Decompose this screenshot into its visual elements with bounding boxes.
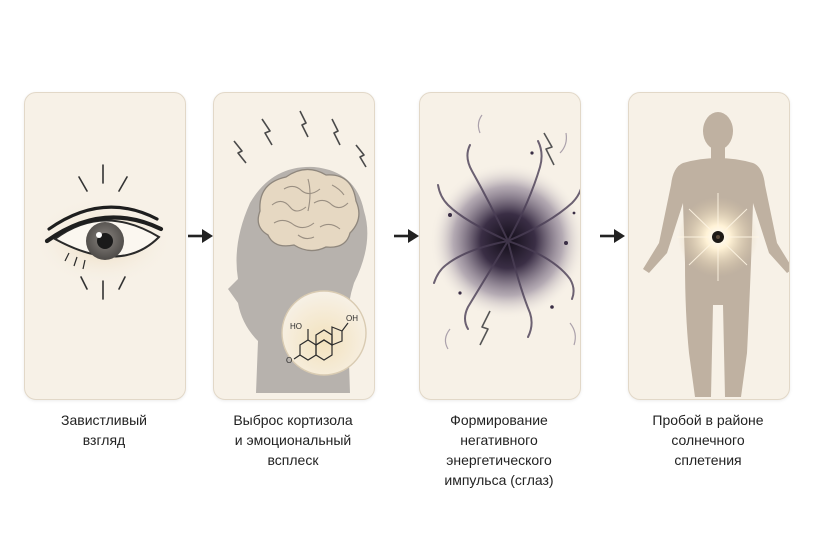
step-panel-solar-plexus bbox=[628, 92, 790, 400]
step-caption-3: Формирование негативного энергетического… bbox=[444, 412, 554, 488]
molecule-label-oh: OH bbox=[346, 314, 358, 323]
head-brain-icon: HO OH O bbox=[228, 110, 368, 393]
human-silhouette-icon bbox=[643, 112, 789, 397]
step-panel-cortisol-release: HO OH O bbox=[213, 92, 375, 400]
molecule-label-ho: HO bbox=[290, 322, 302, 331]
step-panel-negative-impulse bbox=[419, 92, 581, 400]
step-panel-envious-gaze bbox=[24, 92, 186, 400]
molecule-label-o: O bbox=[286, 356, 292, 365]
dark-energy-burst-icon bbox=[430, 114, 580, 350]
arrow-right-icon bbox=[188, 229, 213, 243]
eye-icon bbox=[33, 164, 173, 300]
step-caption-1: Завистливый взгляд bbox=[61, 412, 147, 448]
arrow-right-icon bbox=[600, 229, 625, 243]
arrow-right-icon bbox=[394, 229, 419, 243]
step-caption-4: Пробой в районе солнечного сплетения bbox=[652, 412, 764, 468]
step-caption-2: Выброс кортизола и эмоциональный всплеск bbox=[233, 412, 353, 468]
